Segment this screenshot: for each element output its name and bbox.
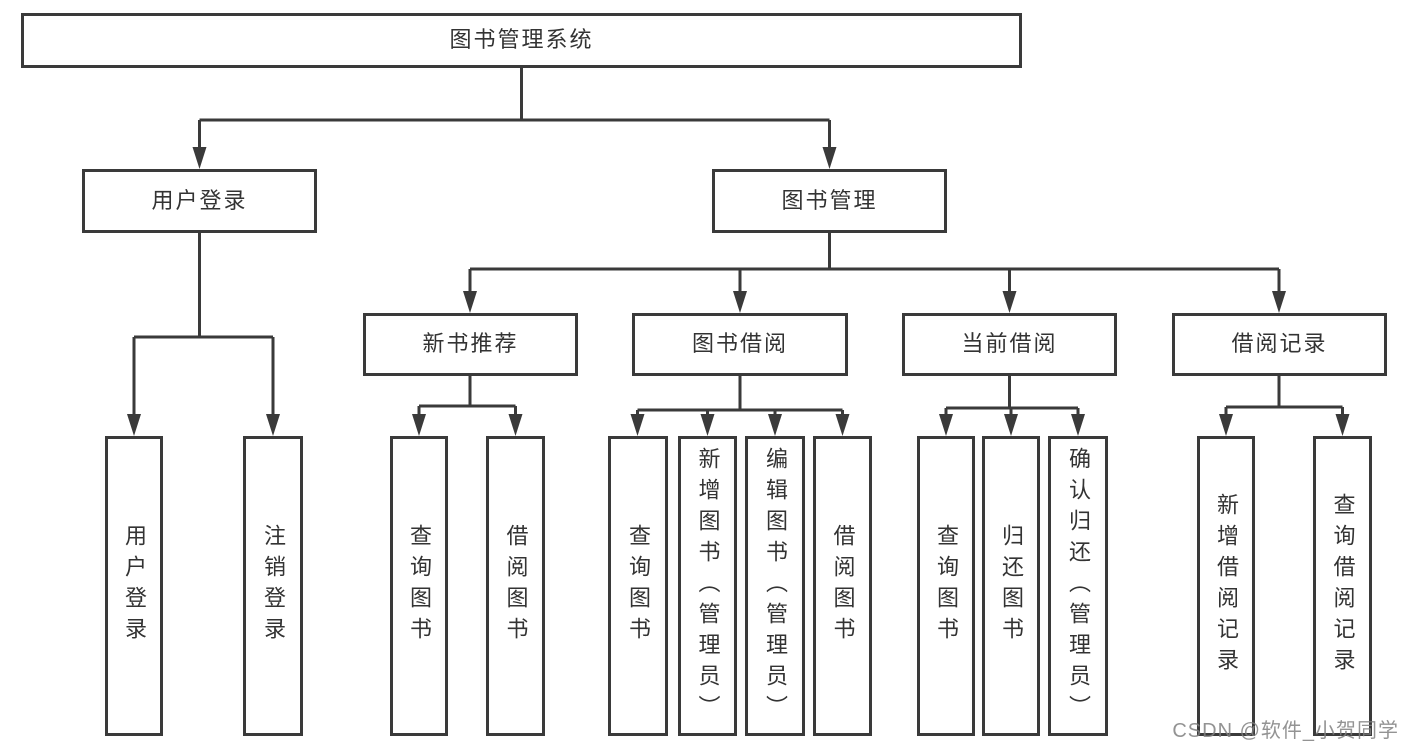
- node-leaf-user-login: 用户登录: [105, 436, 163, 736]
- node-user-login: 用户登录: [82, 169, 317, 233]
- node-leaf-return-books: 归还图书: [982, 436, 1040, 736]
- node-leaf-query-books-borrow: 查询图书: [608, 436, 668, 736]
- node-new-book-recommend: 新书推荐: [363, 313, 578, 376]
- node-leaf-edit-books-admin: 编辑图书（管理员）: [745, 436, 805, 736]
- arrowheads: [127, 147, 1350, 436]
- node-leaf-query-borrow-record: 查询借阅记录: [1313, 436, 1372, 736]
- node-leaf-add-borrow-record: 新增借阅记录: [1197, 436, 1255, 736]
- node-leaf-add-books-admin: 新增图书（管理员）: [678, 436, 737, 736]
- node-leaf-borrow-books: 借阅图书: [813, 436, 872, 736]
- node-leaf-query-books-recommend: 查询图书: [390, 436, 448, 736]
- node-leaf-confirm-return-admin: 确认归还（管理员）: [1048, 436, 1108, 736]
- node-book-borrow: 图书借阅: [632, 313, 848, 376]
- node-leaf-query-books-current: 查询图书: [917, 436, 975, 736]
- node-root-system: 图书管理系统: [21, 13, 1022, 68]
- node-book-management: 图书管理: [712, 169, 947, 233]
- node-leaf-logout: 注销登录: [243, 436, 303, 736]
- node-leaf-borrow-books-recommend: 借阅图书: [486, 436, 545, 736]
- csdn-watermark: CSDN @软件_小贺同学: [1172, 720, 1399, 742]
- node-borrow-records: 借阅记录: [1172, 313, 1387, 376]
- node-current-borrow: 当前借阅: [902, 313, 1117, 376]
